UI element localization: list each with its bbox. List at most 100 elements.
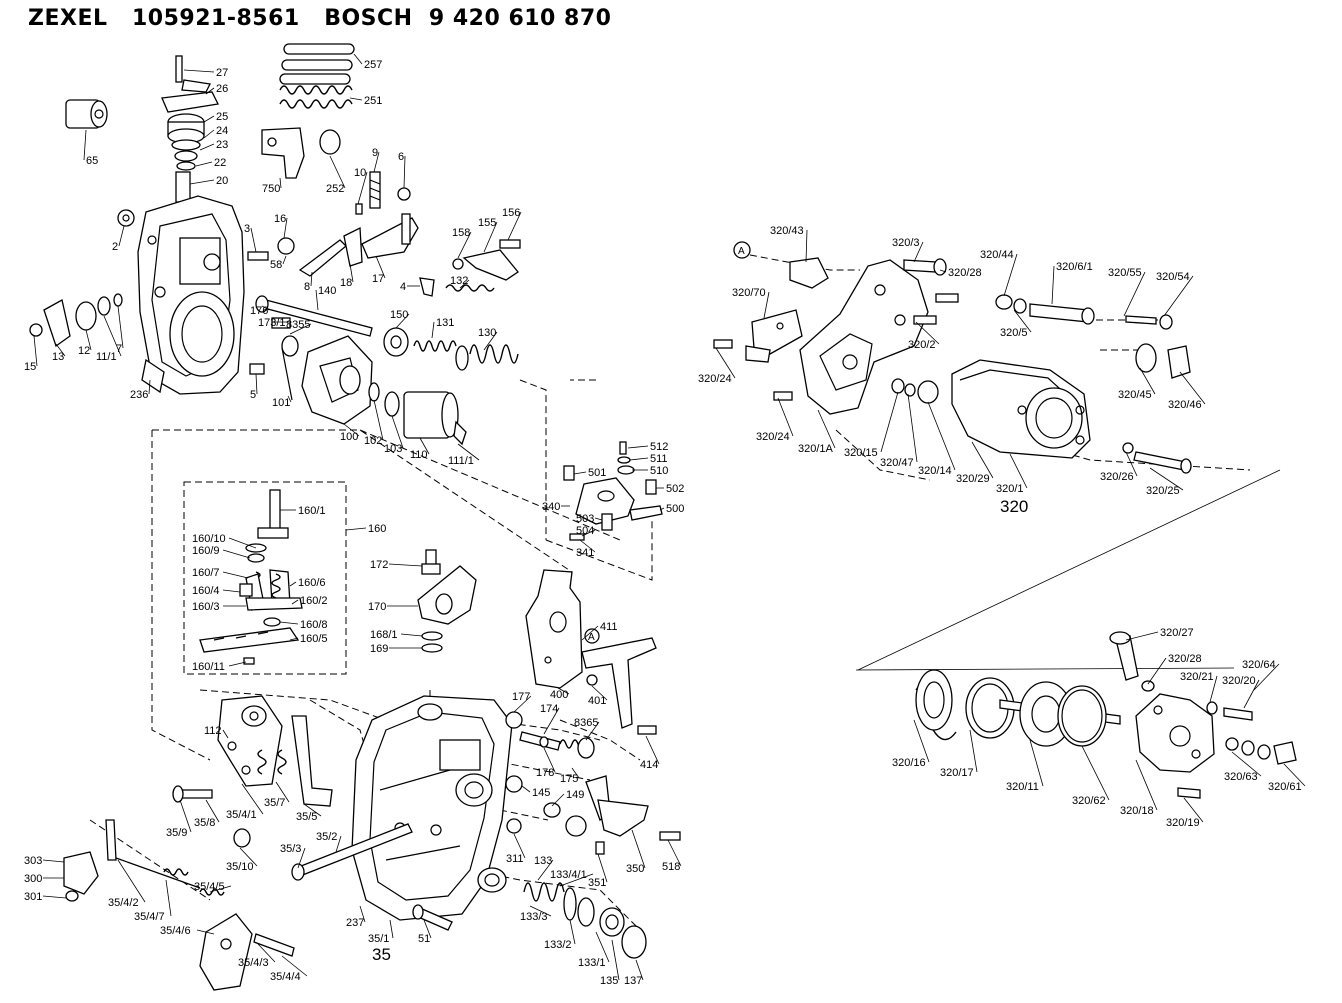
leader-line xyxy=(1081,745,1110,801)
leader-line xyxy=(183,69,215,73)
leader-line xyxy=(1123,271,1146,317)
leader-line xyxy=(395,313,410,329)
leader-line xyxy=(42,859,65,863)
part-label: 301 xyxy=(24,891,42,903)
part-label: 160/2 xyxy=(300,595,328,607)
part-label: 35/1 xyxy=(368,933,389,945)
leader-line xyxy=(283,217,288,239)
leader-line xyxy=(483,221,498,253)
part-label: 320/1A xyxy=(798,443,834,455)
part-label: 351 xyxy=(588,877,606,889)
part-label: 4 xyxy=(400,281,406,293)
part-label: 320/11 xyxy=(1006,781,1039,793)
part-label: 320/2 xyxy=(908,339,936,351)
part-label: 10 xyxy=(354,167,366,179)
leader-line xyxy=(281,955,308,977)
leader-line xyxy=(297,847,306,869)
leader-line xyxy=(627,445,649,449)
part-label: 130 xyxy=(478,327,496,339)
leader-line xyxy=(103,315,122,357)
part-label: 35/3 xyxy=(280,843,301,855)
leader-line xyxy=(1029,739,1044,787)
leader-line xyxy=(969,729,978,773)
part-label: 135 xyxy=(600,975,618,987)
leader-line xyxy=(419,437,430,455)
part-label: 504 xyxy=(576,525,594,537)
part-label: 8355 xyxy=(286,319,310,331)
part-label: 23 xyxy=(216,139,228,151)
leader-line xyxy=(581,625,599,641)
leader-line xyxy=(1283,763,1306,787)
group-label-320: 320 xyxy=(1000,497,1028,516)
leader-line xyxy=(289,581,297,587)
leader-line xyxy=(1147,657,1167,685)
part-label: 5 xyxy=(250,389,256,401)
part-label: 112 xyxy=(204,725,222,737)
leader-line xyxy=(939,269,947,273)
part-label: 320/45 xyxy=(1118,389,1152,401)
leader-line xyxy=(1243,679,1260,709)
leader-line xyxy=(594,517,603,521)
part-label: 15 xyxy=(24,361,36,373)
part-label: 320/1 xyxy=(996,483,1024,495)
part-label: 35/2 xyxy=(316,831,337,843)
leader-line xyxy=(557,687,570,695)
part-label: 320/14 xyxy=(918,465,952,477)
leader-line xyxy=(118,225,125,247)
part-label: 8365 xyxy=(574,717,598,729)
leader-line xyxy=(222,549,251,559)
leader-line xyxy=(659,507,665,511)
part-label: 133/1 xyxy=(578,957,606,969)
leader-line xyxy=(189,179,215,185)
boost-compensator-320 xyxy=(713,241,1192,474)
part-label: 133 xyxy=(534,855,552,867)
part-label: 320/70 xyxy=(732,287,766,299)
part-label: 35/7 xyxy=(264,797,285,809)
leader-line xyxy=(971,441,994,479)
leader-line xyxy=(329,155,346,189)
part-label: 35/4/4 xyxy=(270,971,301,983)
leader-line xyxy=(573,471,587,475)
part-label: 160/8 xyxy=(300,619,328,631)
part-label: 320/47 xyxy=(880,457,914,469)
leader-line xyxy=(483,331,498,351)
leader-line xyxy=(423,919,432,939)
part-label: 300 xyxy=(24,873,42,885)
leader-line xyxy=(196,929,215,935)
part-label: 6 xyxy=(398,151,404,163)
part-label: 158 xyxy=(452,227,470,239)
leader-line xyxy=(595,931,610,963)
leader-line xyxy=(257,943,276,963)
part-label: 131 xyxy=(436,317,454,329)
center-parts xyxy=(417,549,477,653)
part-label: 160/10 xyxy=(192,533,226,545)
leader-line xyxy=(310,271,313,287)
part-label: 320/29 xyxy=(956,473,990,485)
part-label: 350 xyxy=(626,863,644,875)
leader-line xyxy=(261,305,270,311)
part-label: 160/3 xyxy=(192,601,220,613)
leader-line xyxy=(275,781,290,803)
leader-line xyxy=(571,767,580,779)
leader-line xyxy=(543,747,556,773)
part-label: 174 xyxy=(540,703,558,715)
leader-line xyxy=(585,721,600,741)
part-label: 503 xyxy=(576,513,594,525)
leader-line xyxy=(148,379,151,395)
part-label: 320/54 xyxy=(1156,271,1190,283)
part-label: 111/1 xyxy=(448,455,474,467)
part-label: 168/1 xyxy=(370,629,398,641)
governor-housing xyxy=(29,195,521,446)
leader-line xyxy=(1125,631,1159,641)
part-label: 320/43 xyxy=(770,225,804,237)
leader-line xyxy=(287,395,292,403)
leader-line xyxy=(1231,751,1262,777)
bosch-part-number: 9 420 610 870 xyxy=(428,6,612,31)
part-label: 35/4/5 xyxy=(194,881,225,893)
leader-line xyxy=(345,527,367,531)
leader-line xyxy=(913,719,930,763)
leader-line xyxy=(635,959,644,981)
bracket-and-solenoid xyxy=(525,441,663,729)
part-label: 35/4/6 xyxy=(160,925,191,937)
assembly-dash-lines xyxy=(89,254,1251,931)
